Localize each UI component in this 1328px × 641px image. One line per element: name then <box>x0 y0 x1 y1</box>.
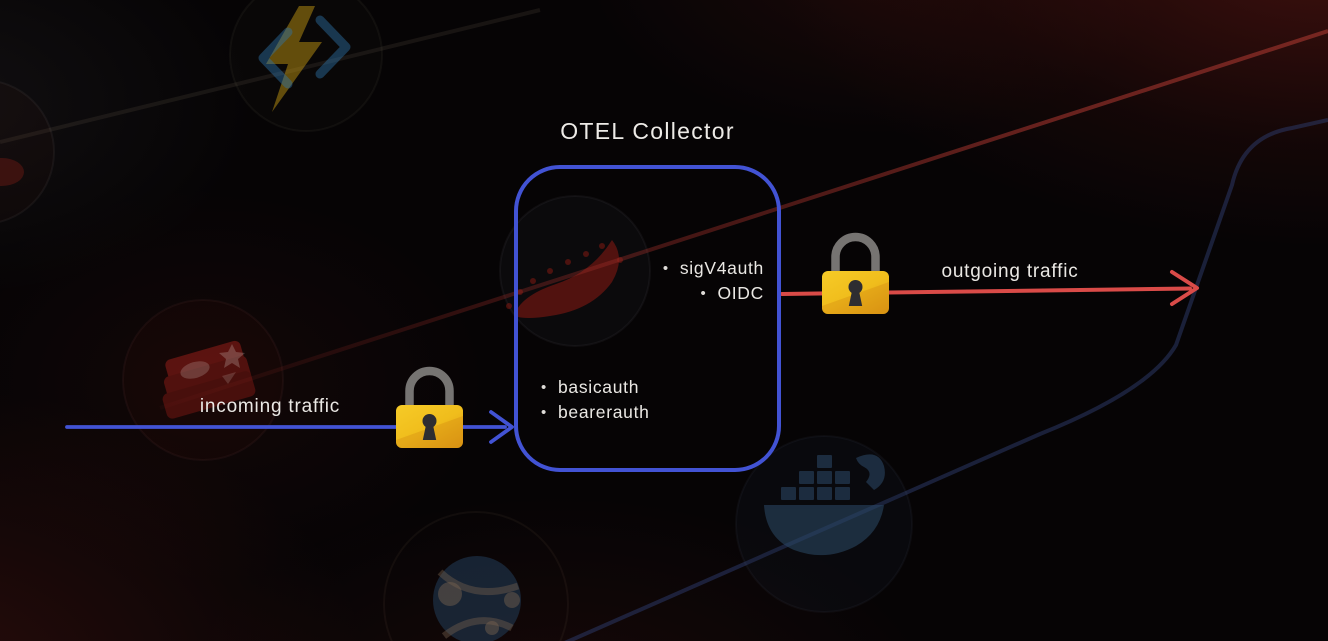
incoming-lock-icon <box>396 366 463 448</box>
red-hat-icon <box>499 195 651 347</box>
receiver-auth-label: bearerauth <box>557 402 650 422</box>
bullet-icon: • <box>541 379 547 396</box>
exporter-auth-list: • sigV4auth • OIDC <box>663 256 764 306</box>
lightning-bolt-icon <box>229 0 383 132</box>
bullet-icon: • <box>700 285 707 302</box>
redis-icon <box>122 299 284 461</box>
outgoing-lock-icon <box>822 232 889 314</box>
receiver-auth-list: • basicauth • bearerauth <box>541 375 650 425</box>
receiver-auth-label: basicauth <box>557 377 640 397</box>
list-item: • OIDC <box>663 281 764 306</box>
outgoing-traffic-label: outgoing traffic <box>941 261 1079 282</box>
otel-collector-box <box>514 165 781 472</box>
background-streaks <box>0 8 1328 641</box>
incoming-traffic-label: incoming traffic <box>199 396 341 417</box>
edge-circle <box>0 81 55 223</box>
list-item: • sigV4auth <box>663 256 764 281</box>
list-item: • basicauth <box>541 375 650 400</box>
exporter-auth-label: sigV4auth <box>679 258 764 278</box>
list-item: • bearerauth <box>541 400 650 425</box>
exporter-auth-label: OIDC <box>717 283 764 303</box>
bullet-icon: • <box>541 404 547 421</box>
collector-title: OTEL Collector <box>560 118 735 144</box>
globe-network-icon <box>383 511 569 641</box>
red-diagonal-streak <box>159 29 1328 410</box>
docker-whale-icon <box>735 435 913 613</box>
bullet-icon: • <box>662 260 669 277</box>
